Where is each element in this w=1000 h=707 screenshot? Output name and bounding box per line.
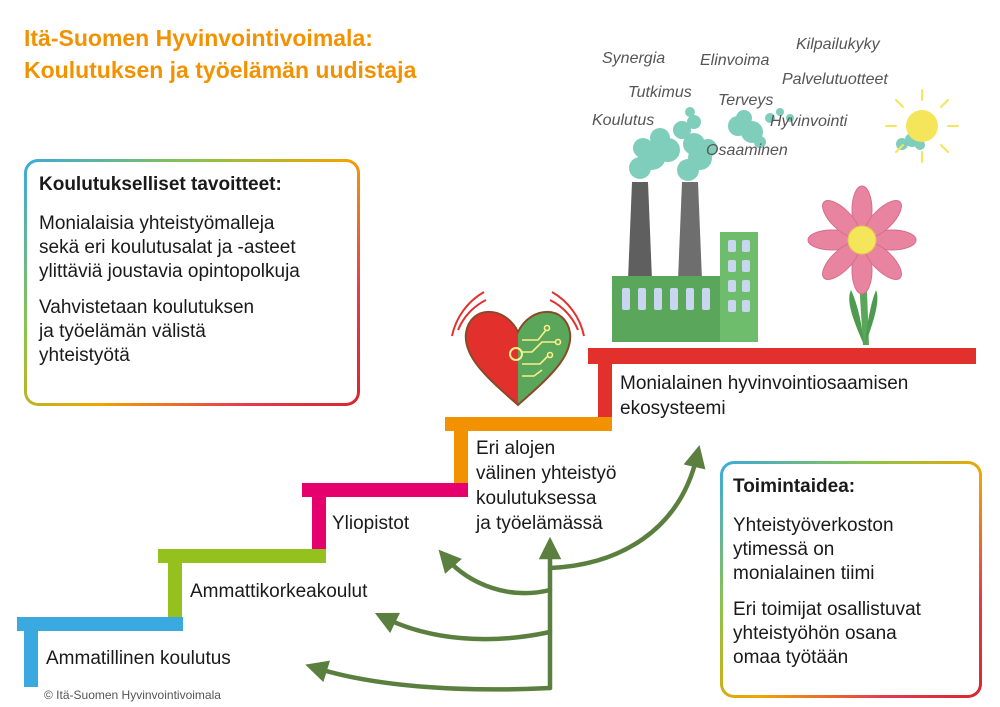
factory-building <box>612 276 720 342</box>
factory-tower <box>720 232 758 342</box>
step-label-line: Yliopistot <box>332 513 410 534</box>
goals-p1-line: sekä eri koulutusalat ja -asteet <box>39 237 296 258</box>
step-label-line: välinen yhteistyö <box>476 463 617 484</box>
step-label-line: Monialainen hyvinvointiosaamisen <box>620 373 909 394</box>
idea-p1-line: ytimessä on <box>733 539 835 560</box>
step-1-shape <box>17 617 183 687</box>
step-label-line: Eri alojen <box>476 438 556 459</box>
cloud-word-hyvinvointi: Hyvinvointi <box>770 113 848 130</box>
arrow-to-amk <box>374 612 553 642</box>
goals-p2-line: ja työelämän välistä <box>39 321 206 342</box>
cloud-word-tutkimus: Tutkimus <box>628 84 692 101</box>
step-label-ammatillinen: Ammatillinen koulutus <box>46 646 231 671</box>
title-line-1: Itä-Suomen Hyvinvointivoimala: <box>24 25 373 51</box>
idea-p2-line: Eri toimijat osallistuvat <box>733 599 921 620</box>
step-label-line: Ammatillinen koulutus <box>46 648 231 669</box>
goals-paragraph-2: Vahvistetaan koulutuksen ja työelämän vä… <box>39 296 345 368</box>
title-line-2: Koulutuksen ja työelämän uudistaja <box>24 57 417 83</box>
goals-heading: Koulutukselliset tavoitteet: <box>39 174 282 195</box>
heart-illustration <box>451 291 585 407</box>
cloud-word-kilpailukyky: Kilpailukyky <box>796 36 880 53</box>
heart-left-half <box>465 311 518 405</box>
cloud-word-terveys: Terveys <box>718 92 774 109</box>
goals-p1-line: ylittäviä joustavia opintopolkuja <box>39 261 300 282</box>
idea-paragraph-1: Yhteistyöverkoston ytimessä on monialain… <box>733 514 969 586</box>
cloud-word-palvelutuotteet: Palvelutuotteet <box>782 71 888 88</box>
idea-p1-line: monialainen tiimi <box>733 563 875 584</box>
goals-p2-line: Vahvistetaan koulutuksen <box>39 297 255 318</box>
sun-illustration <box>885 89 959 163</box>
step-label-line: Ammattikorkeakoulut <box>190 581 368 602</box>
step-3-shape <box>302 483 468 549</box>
arrow-to-yliopistot <box>438 549 553 596</box>
goals-paragraph-1: Monialaisia yhteistyömalleja sekä eri ko… <box>39 212 345 284</box>
cloud-word-elinvoima: Elinvoima <box>700 52 770 69</box>
arrows <box>305 445 706 692</box>
step-label-line: ja työelämässä <box>476 513 603 534</box>
heart-right-half <box>518 311 571 405</box>
step-label-eri-alojen: Eri alojen välinen yhteistyö koulutukses… <box>476 436 616 536</box>
idea-box: Toimintaidea: Yhteistyöverkoston ytimess… <box>720 461 982 698</box>
cloud-word-koulutus: Koulutus <box>592 112 655 129</box>
step-2-shape <box>158 549 326 617</box>
step-label-amk: Ammattikorkeakoulut <box>190 579 367 604</box>
step-label-yliopistot: Yliopistot <box>332 511 409 536</box>
step-5-shape <box>588 348 976 417</box>
arrow-to-ekosysteemi <box>547 445 706 571</box>
idea-p1-line: Yhteistyöverkoston <box>733 515 894 536</box>
arrow-to-ammatillinen <box>305 660 553 692</box>
step-label-line: ekosysteemi <box>620 398 726 419</box>
copyright: © Itä-Suomen Hyvinvointivoimala <box>44 688 221 702</box>
goals-p1-line: Monialaisia yhteistyömalleja <box>39 213 275 234</box>
staircase <box>17 348 976 687</box>
step-4-shape <box>445 417 612 483</box>
smoke-clouds <box>629 107 925 181</box>
cloud-word-synergia: Synergia <box>602 50 666 67</box>
idea-p2-line: yhteistyöhön osana <box>733 623 897 644</box>
cloud-word-osaaminen: Osaaminen <box>706 142 788 159</box>
goals-p2-line: yhteistyötä <box>39 345 130 366</box>
goals-box: Koulutukselliset tavoitteet: Monialaisia… <box>24 159 360 406</box>
page-title: Itä-Suomen Hyvinvointivoimala: Koulutuks… <box>24 22 416 86</box>
chimney-right <box>678 182 702 280</box>
idea-heading: Toimintaidea: <box>733 476 856 497</box>
flower-illustration <box>807 185 917 345</box>
chimney-left <box>628 182 652 280</box>
factory-illustration <box>612 182 758 342</box>
idea-p2-line: omaa työtään <box>733 647 849 668</box>
step-label-line: koulutuksessa <box>476 488 597 509</box>
step-label-ekosysteemi: Monialainen hyvinvointiosaamisen ekosyst… <box>620 371 908 421</box>
idea-paragraph-2: Eri toimijat osallistuvat yhteistyöhön o… <box>733 598 969 670</box>
